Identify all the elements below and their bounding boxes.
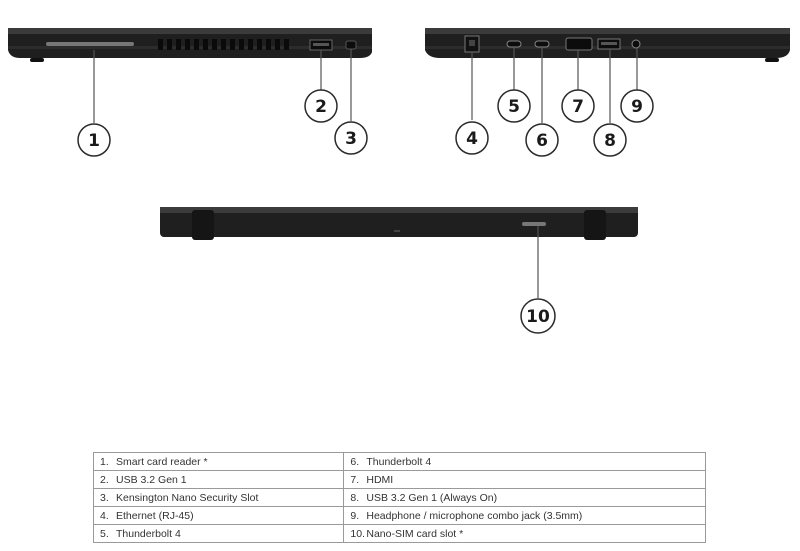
smart-card-slot (46, 42, 134, 46)
svg-text:3: 3 (345, 129, 357, 149)
legend-cell: 1.Smart card reader * (92, 452, 345, 471)
legend-cell: 6.Thunderbolt 4 (343, 452, 706, 471)
svg-text:5: 5 (508, 97, 520, 117)
laptop-left-side-view (425, 28, 790, 62)
svg-text:2: 2 (315, 97, 327, 117)
legend-cell: 7.HDMI (343, 470, 706, 489)
leader-lines (93, 47, 638, 298)
svg-text:7: 7 (572, 97, 584, 117)
legend-row: 5.Thunderbolt 4 10.Nano-SIM card slot * (92, 524, 706, 543)
legend-cell: 10.Nano-SIM card slot * (343, 524, 706, 543)
callout-7: 7 (561, 89, 595, 123)
callout-6: 6 (525, 123, 559, 157)
ports-legend-table: 1.Smart card reader * 6.Thunderbolt 4 2.… (92, 452, 706, 543)
callout-4: 4 (455, 121, 489, 155)
svg-text:6: 6 (536, 131, 548, 151)
legend-row: 2.USB 3.2 Gen 1 7.HDMI (92, 470, 706, 489)
legend-cell: 9.Headphone / microphone combo jack (3.5… (343, 506, 706, 525)
thunderbolt-port-2 (534, 40, 550, 48)
vent-grille (158, 39, 289, 50)
callout-9: 9 (620, 89, 654, 123)
laptop-right-side-view (8, 28, 372, 62)
callout-3: 3 (334, 121, 368, 155)
svg-text:8: 8 (604, 131, 616, 151)
legend-cell: 3.Kensington Nano Security Slot (92, 488, 345, 507)
nano-sim-slot (522, 222, 546, 226)
legend-cell: 4.Ethernet (RJ-45) (92, 506, 345, 525)
legend-cell: 5.Thunderbolt 4 (92, 524, 345, 543)
svg-text:4: 4 (466, 129, 478, 149)
legend-row: 4.Ethernet (RJ-45) 9.Headphone / microph… (92, 506, 706, 525)
callout-8: 8 (593, 123, 627, 157)
callout-5: 5 (497, 89, 531, 123)
hdmi-port (565, 37, 593, 51)
callout-2: 2 (304, 89, 338, 123)
legend-cell: 8.USB 3.2 Gen 1 (Always On) (343, 488, 706, 507)
security-slot (345, 40, 357, 50)
callout-10: 10 (520, 298, 556, 334)
callout-1: 1 (77, 123, 111, 157)
svg-text:1: 1 (88, 131, 100, 151)
svg-text:9: 9 (631, 97, 643, 117)
svg-text:10: 10 (526, 307, 550, 327)
legend-row: 1.Smart card reader * 6.Thunderbolt 4 (92, 452, 706, 471)
legend-row: 3.Kensington Nano Security Slot 8.USB 3.… (92, 488, 706, 507)
audio-jack (631, 39, 641, 49)
legend-cell: 2.USB 3.2 Gen 1 (92, 470, 345, 489)
laptop-ports-diagram: 1 2 3 4 5 6 7 8 9 10 (8, 28, 790, 334)
laptop-rear-view (160, 207, 638, 240)
thunderbolt-port-1 (506, 40, 522, 48)
